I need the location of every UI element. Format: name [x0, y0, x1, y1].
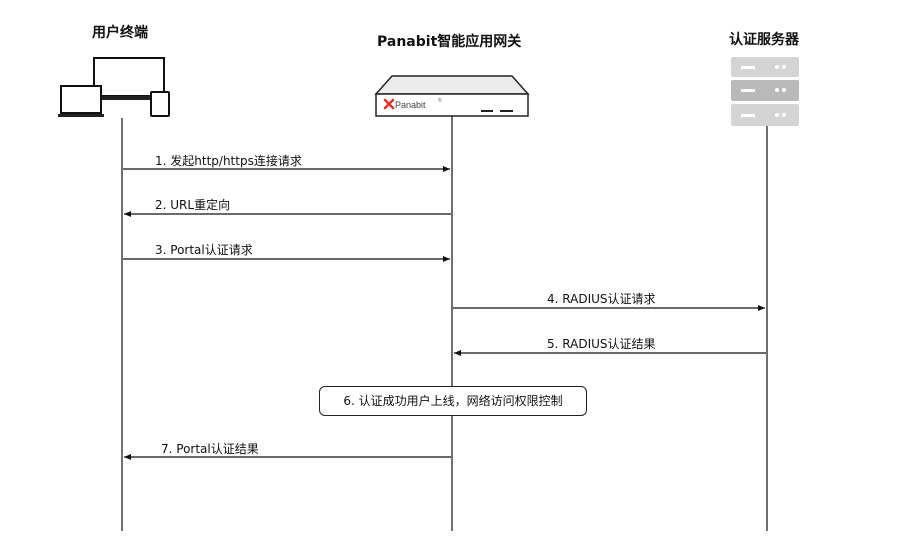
- message-label-3: 3. Portal认证请求: [155, 243, 253, 257]
- gateway-device-icon: Panabit ®: [374, 75, 530, 117]
- message-label-2: 2. URL重定向: [155, 198, 231, 212]
- message-label-5: 5. RADIUS认证结果: [547, 337, 656, 351]
- note-text: 6. 认证成功用户上线，网络访问权限控制: [343, 394, 563, 408]
- note-box: 6. 认证成功用户上线，网络访问权限控制: [319, 386, 587, 416]
- device-port-1: [481, 110, 493, 112]
- message-label-4: 4. RADIUS认证请求: [547, 292, 656, 306]
- message-label-7: 7. Portal认证结果: [161, 442, 259, 456]
- device-port-2: [500, 110, 513, 112]
- laptop-tablet-icon: [58, 57, 170, 117]
- device-logo-text: Panabit: [395, 100, 426, 110]
- server-rack-icon: [731, 57, 799, 126]
- device-logo-mark: ®: [438, 97, 442, 104]
- actor-title-terminal: 用户终端: [92, 25, 148, 41]
- actor-title-gateway: Panabit智能应用网关: [377, 34, 522, 50]
- message-label-1: 1. 发起http/https连接请求: [155, 154, 302, 168]
- actor-title-server: 认证服务器: [729, 32, 799, 48]
- panabit-logo-icon: [383, 98, 395, 110]
